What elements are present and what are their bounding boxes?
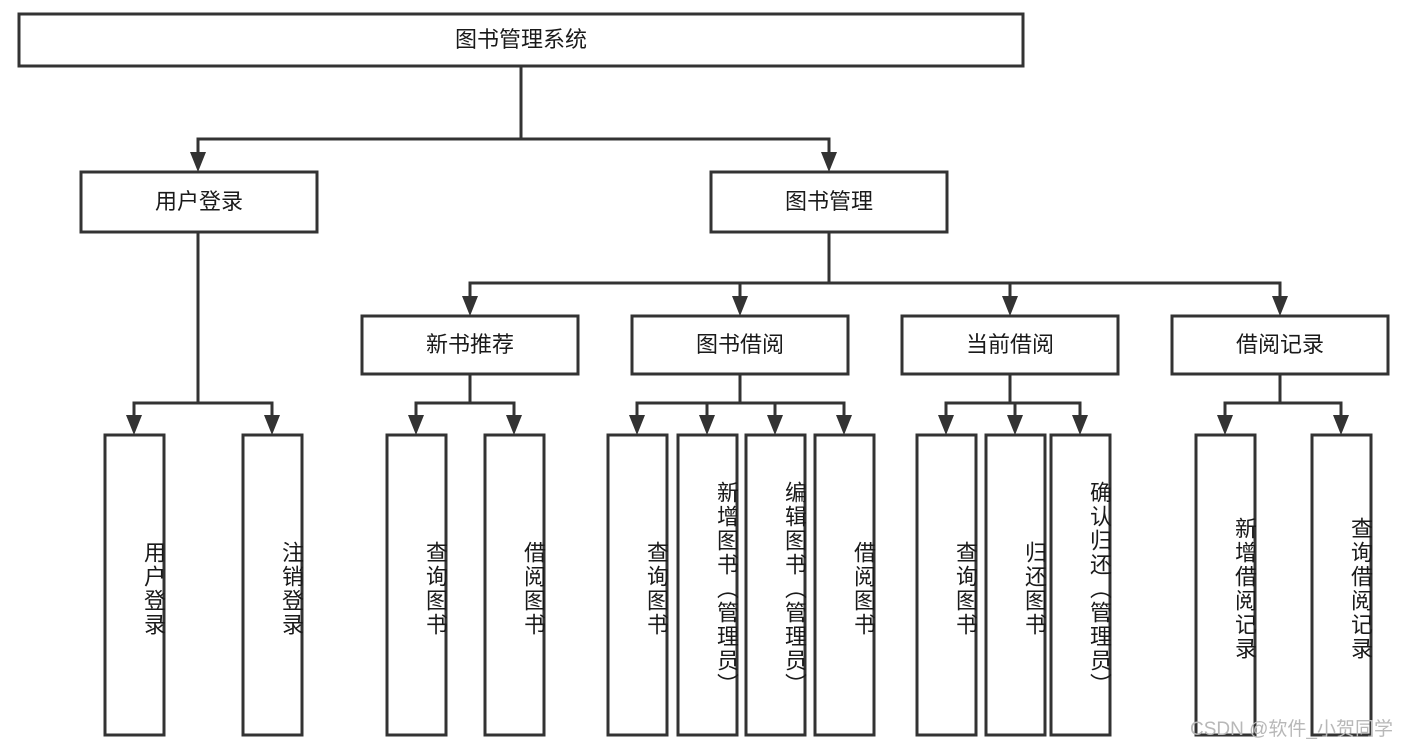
arrow-head	[126, 415, 142, 435]
arrow-head	[408, 415, 424, 435]
node-label-book-borrow: 图书借阅	[696, 332, 784, 357]
node-box-leaf-borrow-book-recommend[interactable]	[483, 433, 546, 737]
node-box-leaf-borrow-book[interactable]	[813, 433, 876, 737]
node-box-leaf-user-logout[interactable]	[241, 433, 304, 737]
arrow-head	[767, 415, 783, 435]
arrow-head	[264, 415, 280, 435]
node-label-user-login: 用户登录	[155, 189, 243, 214]
node-box-current-borrow[interactable]	[900, 314, 1120, 376]
node-box-leaf-confirm-return-admin[interactable]	[1049, 433, 1112, 737]
connectors-layer	[126, 64, 1349, 435]
arrow-head	[836, 415, 852, 435]
watermark: CSDN @软件_小贺同学	[1190, 719, 1393, 740]
arrow-head	[462, 296, 478, 316]
node-box-leaf-user-login[interactable]	[103, 433, 166, 737]
arrow-head	[732, 296, 748, 316]
connector-conn-current-borrow	[938, 372, 1088, 435]
node-box-leaf-query-book-current[interactable]	[915, 433, 978, 737]
node-box-leaf-return-book[interactable]	[984, 433, 1047, 737]
arrow-head	[629, 415, 645, 435]
connector-conn-book-borrow	[629, 372, 852, 435]
node-label-new-book-recommend: 新书推荐	[426, 332, 514, 357]
connector-conn-book-manage	[462, 230, 1288, 316]
arrow-head	[506, 415, 522, 435]
connector-conn-new-book-recommend	[408, 372, 522, 435]
node-label-current-borrow: 当前借阅	[966, 332, 1054, 357]
node-box-user-login[interactable]	[79, 170, 319, 234]
arrow-head	[1007, 415, 1023, 435]
arrow-head	[1002, 296, 1018, 316]
node-box-borrow-record[interactable]	[1170, 314, 1390, 376]
arrow-head	[699, 415, 715, 435]
node-box-book-manage[interactable]	[709, 170, 949, 234]
node-box-leaf-add-book-admin[interactable]	[676, 433, 739, 737]
node-box-leaf-query-borrow-record[interactable]	[1310, 433, 1373, 737]
arrow-head	[1272, 296, 1288, 316]
node-label-root: 图书管理系统	[455, 27, 587, 52]
node-box-leaf-query-book-borrow[interactable]	[606, 433, 669, 737]
arrow-head	[938, 415, 954, 435]
node-box-root[interactable]	[17, 12, 1025, 68]
arrow-head	[821, 152, 837, 172]
node-box-book-borrow[interactable]	[630, 314, 850, 376]
arrow-head	[190, 152, 206, 172]
node-box-leaf-query-book-recommend[interactable]	[385, 433, 448, 737]
connector-conn-borrow-record	[1217, 372, 1349, 435]
arrow-head	[1333, 415, 1349, 435]
arrow-head	[1072, 415, 1088, 435]
node-box-leaf-add-borrow-record[interactable]	[1194, 433, 1257, 737]
node-box-new-book-recommend[interactable]	[360, 314, 580, 376]
node-box-leaf-edit-book-admin[interactable]	[744, 433, 807, 737]
connector-conn-user-login	[126, 230, 280, 435]
node-label-borrow-record: 借阅记录	[1236, 332, 1324, 357]
boxes-layer	[17, 12, 1390, 737]
connector-conn-root	[190, 64, 837, 172]
node-label-book-manage: 图书管理	[785, 189, 873, 214]
arrow-head	[1217, 415, 1233, 435]
